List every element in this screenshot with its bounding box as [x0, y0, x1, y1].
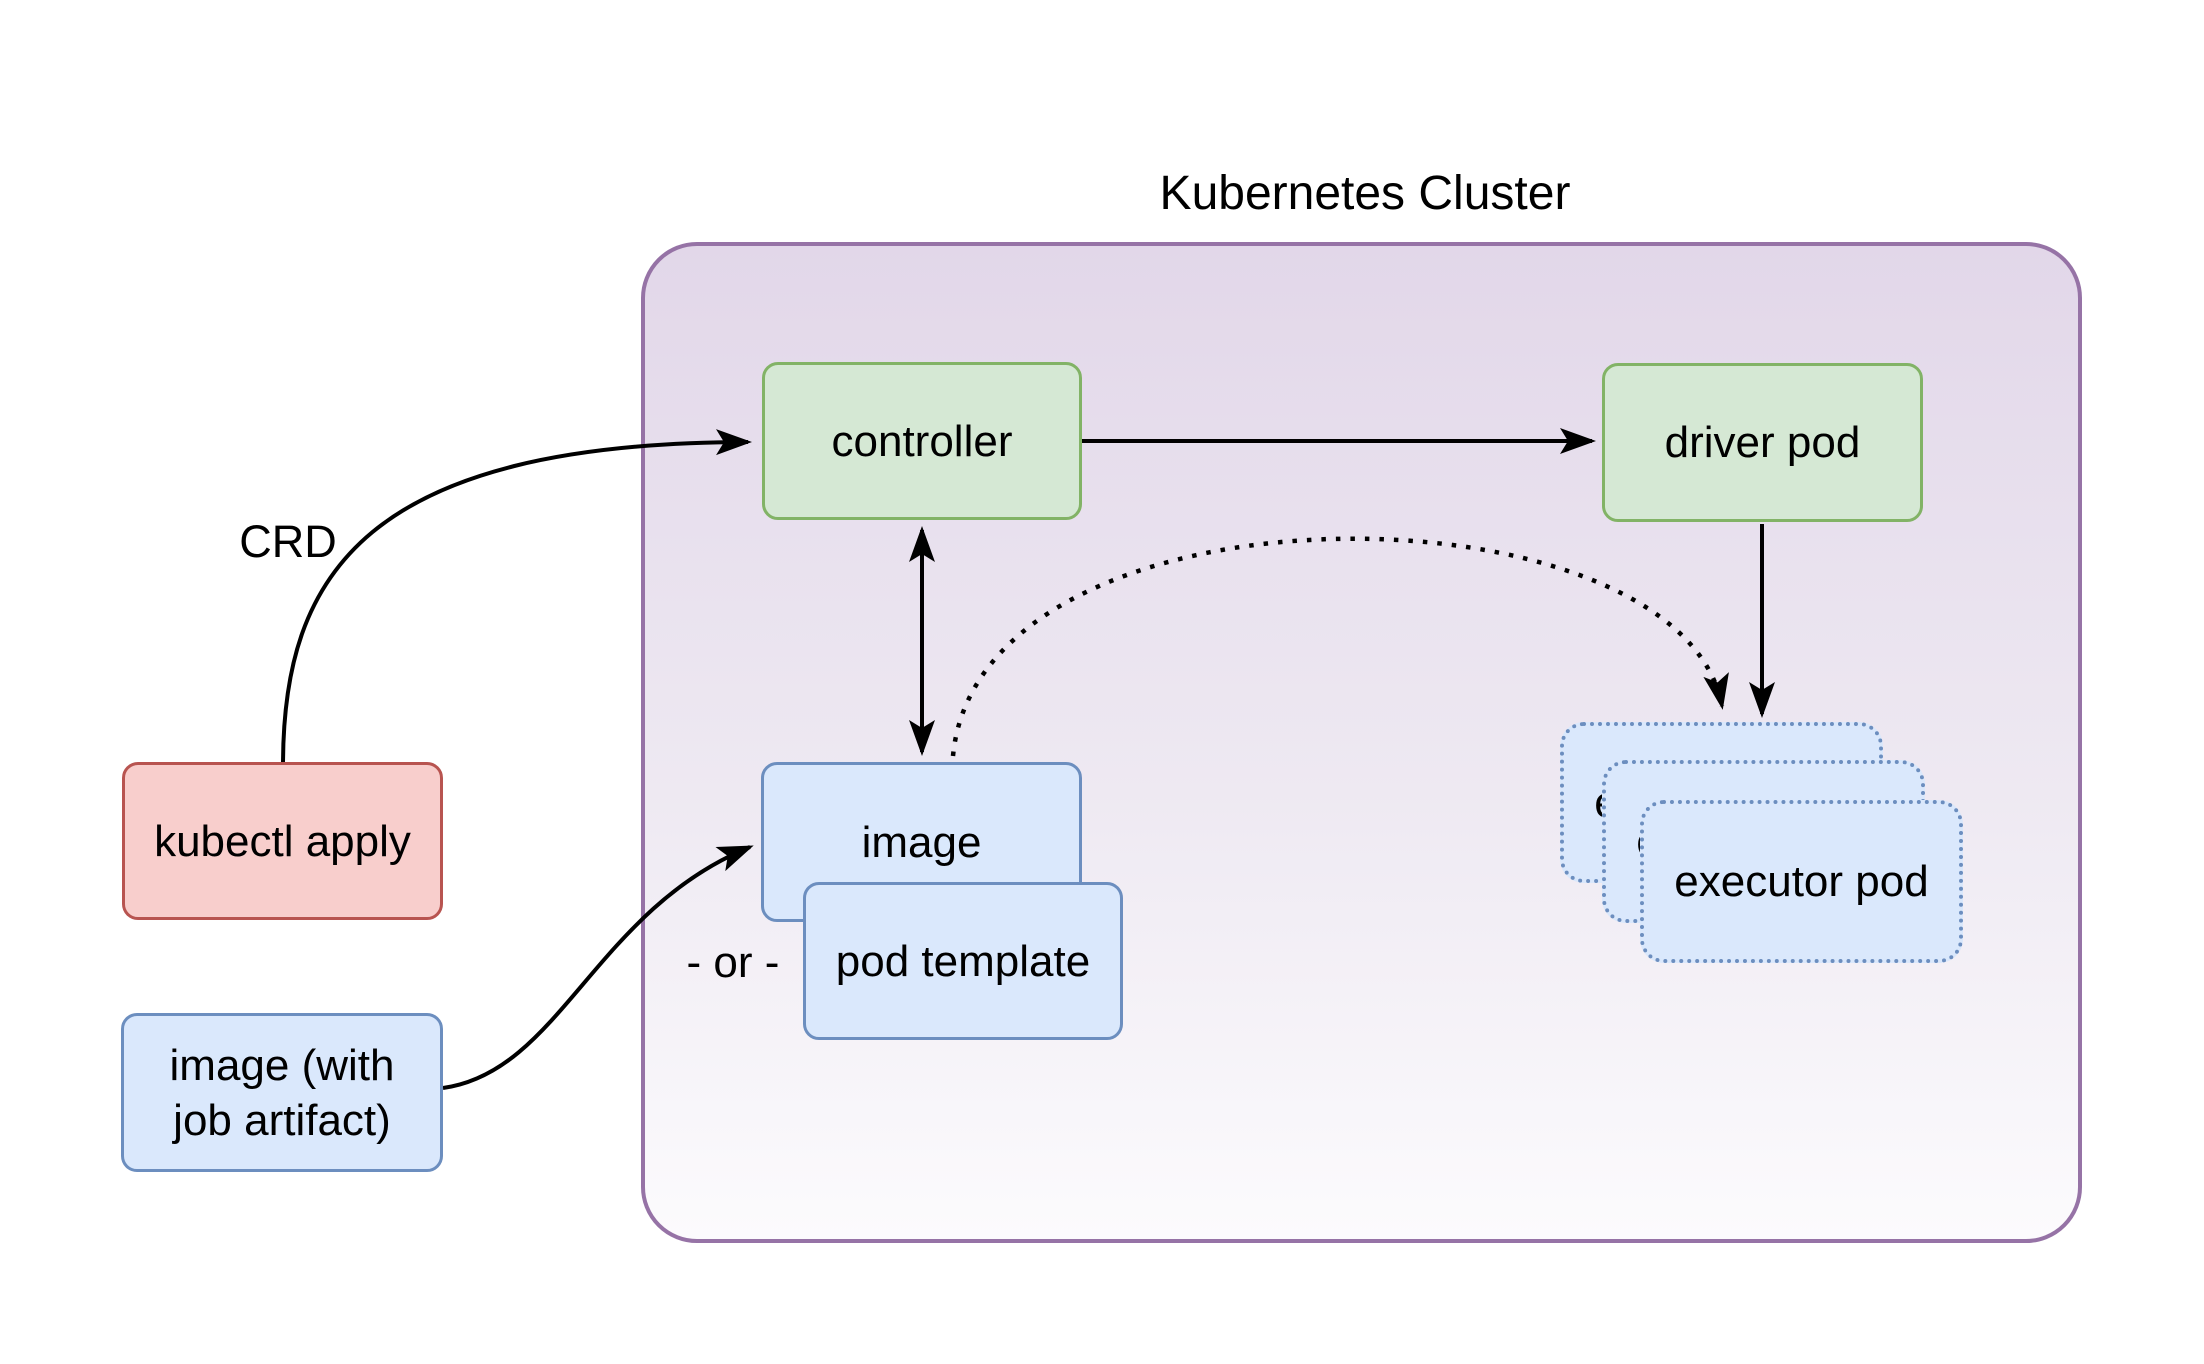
controller-label: controller: [831, 416, 1013, 466]
pod-template-label: pod template: [835, 936, 1091, 986]
or-edge-label: - or -: [686, 938, 780, 987]
executor-pod-node-front: executor pod: [1640, 800, 1963, 963]
crd-edge-label: CRD: [239, 516, 337, 567]
image-label: image: [861, 817, 982, 867]
kubectl-apply-label: kubectl apply: [154, 816, 411, 866]
executor-pod-label-front: executor pod: [1674, 857, 1929, 906]
pod-template-node: pod template: [803, 882, 1123, 1040]
controller-node: controller: [762, 362, 1082, 520]
cluster-title: Kubernetes Cluster: [1159, 167, 1571, 220]
driver-pod-label: driver pod: [1664, 418, 1861, 467]
image-with-job-artifact-label-line1: image (with: [169, 1040, 395, 1090]
image-with-job-artifact-node: image (with job artifact): [121, 1013, 443, 1172]
driver-pod-node: driver pod: [1602, 363, 1923, 522]
kubectl-apply-node: kubectl apply: [122, 762, 443, 920]
image-with-job-artifact-label-line2: job artifact): [173, 1095, 391, 1145]
